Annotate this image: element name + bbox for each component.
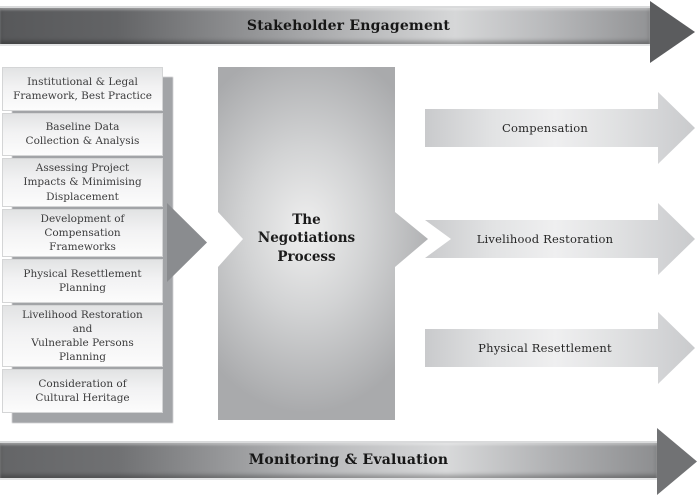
negotiations-process-box: The Negotiations Process	[218, 67, 428, 420]
step-baseline-data-collection: Baseline Data Collection & Analysis	[2, 112, 163, 157]
livelihood-restoration-arrow: Livelihood Restoration	[425, 203, 695, 275]
physical-resettlement-arrow: Physical Resettlement	[425, 312, 695, 384]
step-physical-resettlement-planning: Physical Resettlement Planning	[2, 259, 163, 303]
step-livelihood-restoration-planning: Livelihood Restoration and Vulnerable Pe…	[2, 304, 163, 368]
monitoring-evaluation-banner	[0, 443, 657, 478]
step-development-compensation-frameworks: Development of Compensation Frameworks	[2, 208, 163, 258]
stakeholder-engagement-banner	[0, 8, 650, 44]
monitoring-evaluation-label: Monitoring & Evaluation	[248, 452, 449, 468]
step-consideration-cultural-heritage: Consideration of Cultural Heritage	[2, 369, 163, 414]
stakeholder-engagement-label: Stakeholder Engagement	[246, 18, 451, 34]
step-assessing-project-impacts: Assessing Project Impacts & Minimising D…	[2, 158, 163, 207]
stack-to-center-arrow-icon	[167, 203, 207, 282]
process-steps-stack: Institutional & Legal Framework, Best Pr…	[2, 67, 163, 414]
negotiations-process-title: The Negotiations Process	[257, 212, 356, 265]
step-institutional-legal-framework: Institutional & Legal Framework, Best Pr…	[2, 67, 163, 111]
compensation-arrow: Compensation	[425, 92, 695, 164]
physical-resettlement-label: Physical Resettlement	[478, 341, 612, 355]
compensation-label: Compensation	[502, 121, 588, 135]
livelihood-restoration-label: Livelihood Restoration	[476, 232, 614, 246]
